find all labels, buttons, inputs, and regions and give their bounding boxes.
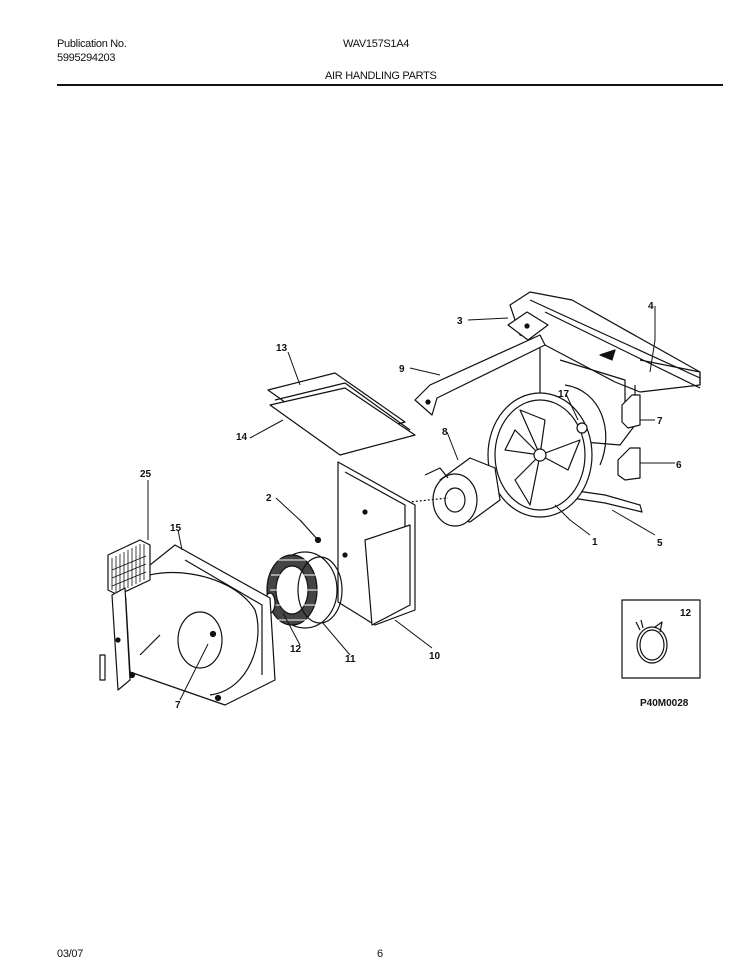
callout-17: 17 bbox=[558, 389, 570, 400]
callout-15: 15 bbox=[170, 523, 182, 534]
callout-labels: 1 2 3 4 5 6 7 8 9 10 11 12 13 14 15 17 2… bbox=[140, 301, 692, 711]
header-rule bbox=[57, 84, 723, 86]
bracket-part-3 bbox=[507, 311, 549, 341]
footer-date: 03/07 bbox=[57, 948, 84, 960]
grille-part-25 bbox=[99, 539, 151, 691]
callout-25: 25 bbox=[140, 469, 152, 480]
callout-14: 14 bbox=[236, 432, 248, 443]
callout-8: 8 bbox=[442, 427, 448, 438]
callout-9: 9 bbox=[399, 364, 405, 375]
shroud-panel-part-10 bbox=[337, 461, 416, 626]
motor-part-8 bbox=[379, 457, 501, 527]
model-number: WAV157S1A4 bbox=[343, 38, 410, 50]
fan-blade-part-1 bbox=[487, 384, 607, 518]
scroll-housing-part-15 bbox=[119, 544, 276, 706]
leader-lines bbox=[147, 306, 675, 701]
callout-6: 6 bbox=[676, 460, 682, 471]
callout-1: 1 bbox=[592, 537, 598, 548]
callout-13: 13 bbox=[276, 343, 288, 354]
filter-part-14 bbox=[269, 382, 416, 456]
detail-box bbox=[621, 599, 701, 679]
publication-label: Publication No. bbox=[57, 38, 127, 50]
figure-code: P40M0028 bbox=[640, 698, 689, 709]
section-title: AIR HANDLING PARTS bbox=[325, 70, 437, 82]
bracket-part-7 bbox=[621, 394, 641, 429]
bracket-part-9 bbox=[414, 334, 546, 416]
callout-3: 3 bbox=[457, 316, 463, 327]
callout-12: 12 bbox=[290, 644, 302, 655]
bracket-part-6 bbox=[617, 447, 641, 481]
screw-part-2 bbox=[299, 519, 322, 544]
callout-7: 7 bbox=[657, 416, 663, 427]
blower-wheel-part-11 bbox=[266, 551, 343, 629]
callout-5: 5 bbox=[657, 538, 663, 549]
footer-page-number: 6 bbox=[377, 948, 383, 960]
callout-4: 4 bbox=[648, 301, 654, 312]
callout-10: 10 bbox=[429, 651, 441, 662]
callout-7-lower: 7 bbox=[175, 700, 181, 711]
callout-2: 2 bbox=[266, 493, 272, 504]
publication-number: 5995294203 bbox=[57, 52, 116, 64]
detail-callout-12: 12 bbox=[680, 608, 692, 619]
callout-11: 11 bbox=[345, 654, 356, 665]
